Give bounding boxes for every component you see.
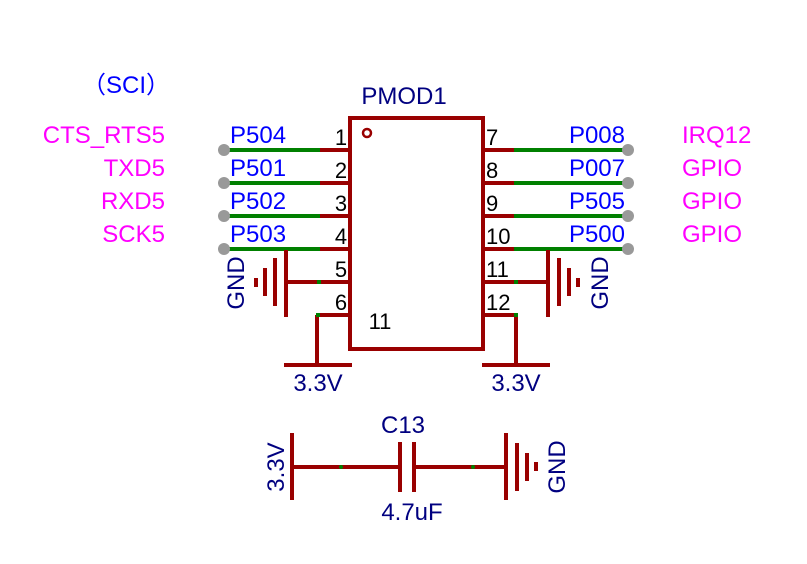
junction-mark-pin11 [514,280,518,284]
cap-gnd-label: GND [544,440,571,493]
function-label-rxd5: RXD5 [101,188,165,215]
right-pin-wires [483,148,628,317]
connector-dot-p505[interactable] [622,210,634,222]
net-label-p007: P007 [569,155,625,182]
function-label-gpio-10: GPIO [682,221,742,248]
pin-number-5: 5 [335,257,347,282]
junction-dot-right [471,465,475,469]
power-symbol-right [482,315,550,367]
connector-dot-p500[interactable] [622,243,634,255]
component-body[interactable] [348,116,485,351]
vcc-label-right: 3.3V [491,370,540,397]
vcc-label-left: 3.3V [293,370,342,397]
junction-dot-left [339,465,343,469]
junction-mark-pin6 [316,313,320,317]
pin-1-marker [361,127,373,139]
function-label-sck5: SCK5 [102,221,165,248]
pin-number-11: 11 [486,257,509,282]
gnd-label-left: GND [223,256,250,309]
capacitor-value: 4.7uF [381,499,442,526]
pin-number-8: 8 [486,158,498,183]
pin-number-10: 10 [486,224,510,249]
function-label-gpio-8: GPIO [682,155,742,182]
capacitor-designator: C13 [381,412,425,439]
pin-number-1: 1 [335,125,347,150]
component-designator: PMOD1 [361,83,446,110]
ground-symbol-right [546,250,580,317]
connector-dot-p008[interactable] [622,144,634,156]
cap-vcc-label: 3.3V [263,442,290,491]
connector-dot-p503[interactable] [218,243,230,255]
function-label-irq12: IRQ12 [682,122,751,149]
body-pin-label: 11 [369,309,392,334]
pin-number-9: 9 [486,191,498,216]
pin-number-7: 7 [486,125,498,150]
pin-number-12: 12 [486,290,510,315]
capacitor-c13[interactable] [290,433,538,500]
function-label-txd5: TXD5 [104,155,165,182]
function-label-cts-rts5: CTS_RTS5 [43,122,165,149]
junction-mark-pin5 [317,280,321,284]
junction-mark-pin12 [514,313,518,317]
ground-symbol-left [254,250,288,317]
group-label: （SCI） [82,72,170,99]
net-label-p502: P502 [230,188,286,215]
pin-number-3: 3 [335,191,347,216]
connector-dot-p007[interactable] [622,177,634,189]
net-label-p008: P008 [569,122,625,149]
function-label-gpio-9: GPIO [682,188,742,215]
net-label-p501: P501 [230,155,286,182]
power-symbol-left [284,315,352,367]
connector-dot-p501[interactable] [218,177,230,189]
connector-dot-p504[interactable] [218,144,230,156]
net-label-p500: P500 [569,221,625,248]
pin-number-6: 6 [335,290,347,315]
connector-dot-p502[interactable] [218,210,230,222]
net-label-p503: P503 [230,221,286,248]
pin-number-4: 4 [335,224,347,249]
net-label-p504: P504 [230,122,286,149]
pin-number-2: 2 [335,158,347,183]
net-label-p505: P505 [569,188,625,215]
gnd-label-right: GND [587,256,614,309]
